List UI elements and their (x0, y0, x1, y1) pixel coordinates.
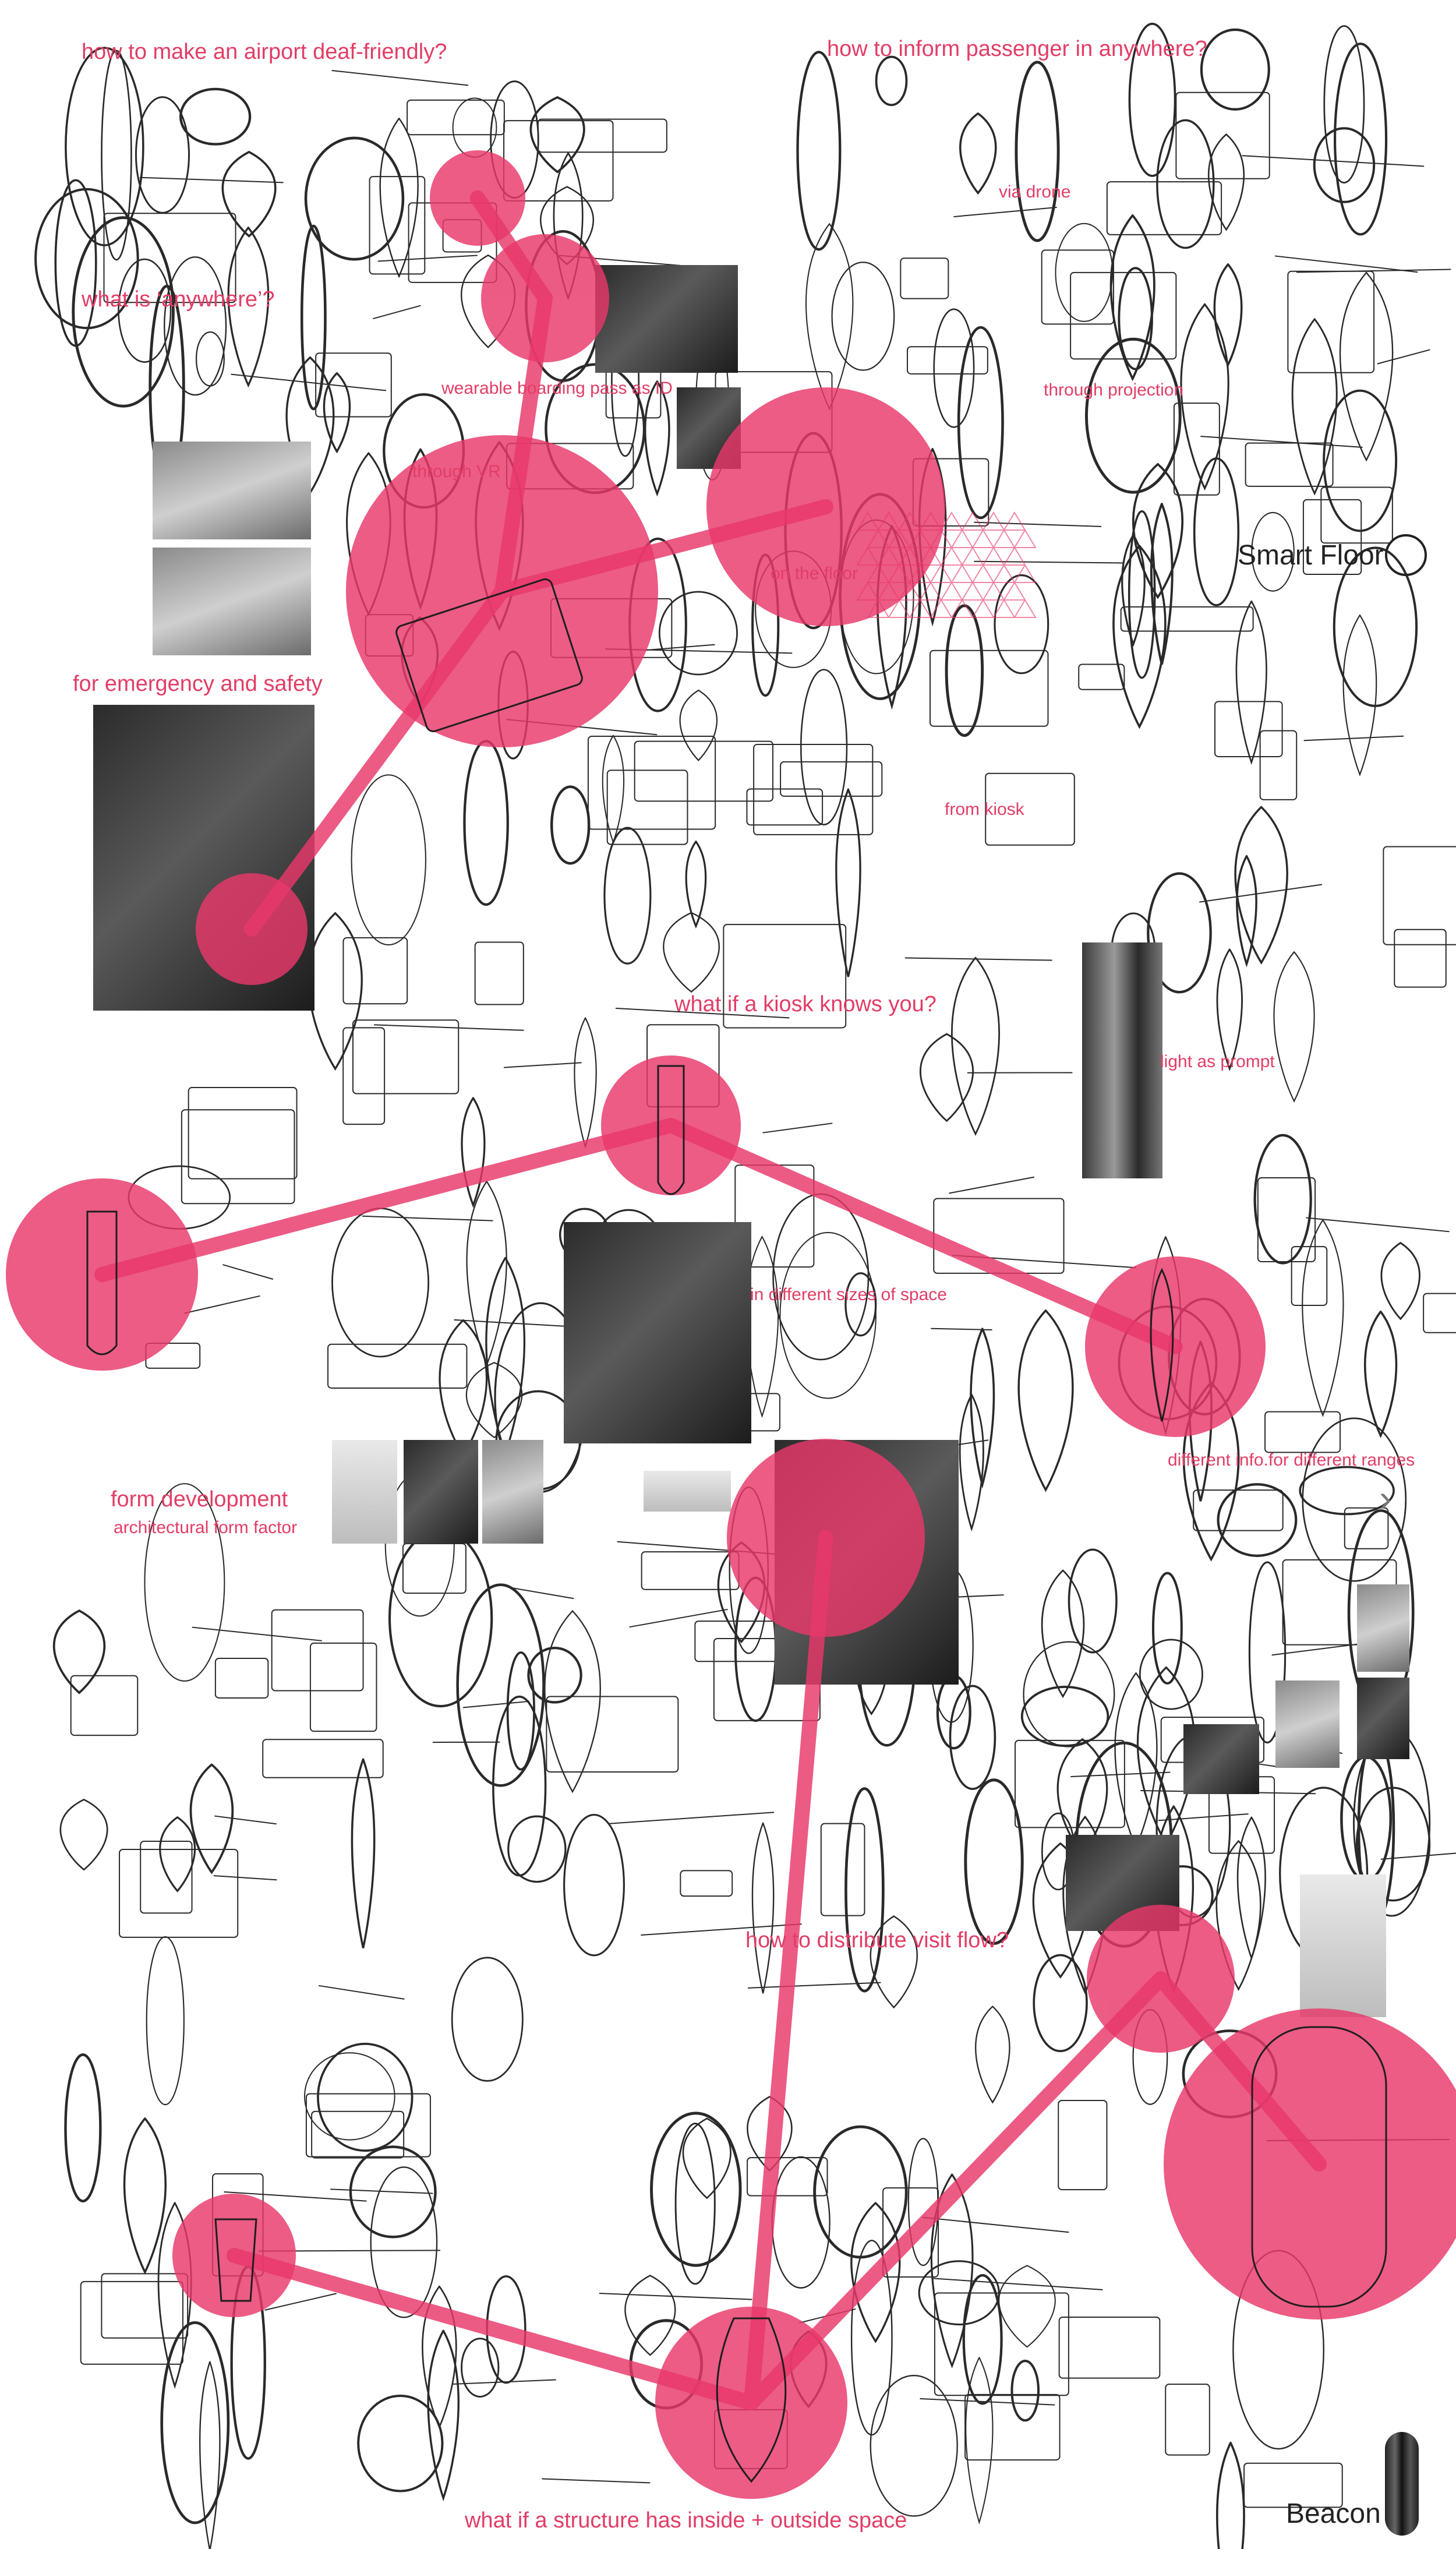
photo-arch-right-2 (1357, 1678, 1409, 1759)
label-emergency-safety: for emergency and safety (73, 672, 323, 696)
label-kiosk-knows-you: what if a kiosk knows you? (674, 992, 936, 1016)
label-via-drone: via drone (999, 182, 1071, 202)
label-different-info: different info.for different ranges (1168, 1450, 1415, 1470)
photo-crowd-queue (153, 548, 311, 655)
beacon-capsule-icon (1385, 2432, 1419, 2536)
highlight-circle (727, 1439, 925, 1637)
label-what-is-anywhere: what is ‘anywhere’? (82, 287, 275, 312)
label-inform-anywhere: how to inform passenger in anywhere? (827, 37, 1207, 61)
connector-line (94, 1118, 678, 1282)
highlight-circle (601, 1055, 741, 1195)
highlight-circle (430, 150, 525, 246)
highlight-circle (1087, 1905, 1235, 2053)
label-wearable-pass: wearable boarding pass as ID (441, 379, 673, 398)
connector-line (744, 1530, 833, 2410)
photo-arch-right-1 (1357, 1584, 1409, 1672)
label-inside-outside: what if a structure has inside + outside… (465, 2508, 907, 2533)
label-on-the-floor: on the floor (771, 564, 858, 583)
highlight-circle (655, 2307, 847, 2499)
photo-pillar-render (1275, 1680, 1340, 1768)
sketch-strokes (34, 23, 1456, 2549)
photo-kiosk-room (564, 1222, 751, 1443)
connector-line (663, 1118, 1183, 1354)
photo-wall-notes (644, 1471, 731, 1512)
section-title-beacon: Beacon (1286, 2498, 1381, 2529)
label-light-as-prompt: light as prompt (1160, 1052, 1275, 1071)
circle-sketch-details (86, 578, 1387, 2483)
tower-sketch (86, 1210, 118, 1355)
photo-arch-2 (404, 1440, 478, 1544)
highlight-circle (172, 2194, 296, 2317)
photo-cross-section (1183, 1724, 1259, 1794)
label-through-vr: through VR (412, 462, 501, 481)
highlight-circle (481, 234, 609, 362)
highlight-circles (6, 150, 1456, 2499)
label-architectural-form: architectural form factor (114, 1518, 298, 1537)
kiosk-sketch (657, 1065, 685, 1195)
highlight-circle (6, 1178, 198, 1371)
section-title-smart-floor: Smart Floor (1238, 540, 1384, 571)
photo-arch-3 (482, 1440, 543, 1544)
beacon-sketch (1150, 1268, 1174, 1422)
ring-icon (1385, 534, 1427, 576)
photo-white-lattice (1300, 1874, 1386, 2017)
beacon-render-sketch (1251, 2026, 1387, 2308)
label-form-development: form development (111, 1487, 288, 1512)
photo-light-column (1082, 942, 1162, 1178)
label-deaf-friendly: how to make an airport deaf-friendly? (82, 40, 447, 64)
label-through-projection: through projection (1044, 380, 1184, 400)
highlight-circle (706, 387, 945, 626)
photo-arch-1 (332, 1440, 397, 1544)
highlight-circle (196, 873, 308, 985)
bulb-sketch (716, 2317, 787, 2483)
label-from-kiosk: from kiosk (945, 800, 1024, 819)
connector-line (744, 1971, 1168, 2410)
highlight-circle (346, 435, 658, 747)
photo-robot-airport (153, 442, 311, 539)
highlight-circle (1085, 1256, 1266, 1437)
smart-floor-tile-sketch (395, 578, 583, 732)
highlight-circle (1164, 2008, 1456, 2319)
capsule-sketch (214, 2218, 257, 2302)
chevron-right-icon[interactable]: › (1379, 1477, 1392, 1519)
label-distribute-flow: how to distribute visit flow? (745, 1928, 1009, 1953)
photo-laptop-desk (595, 265, 738, 373)
label-different-sizes: in different sizes of space (750, 1285, 947, 1304)
